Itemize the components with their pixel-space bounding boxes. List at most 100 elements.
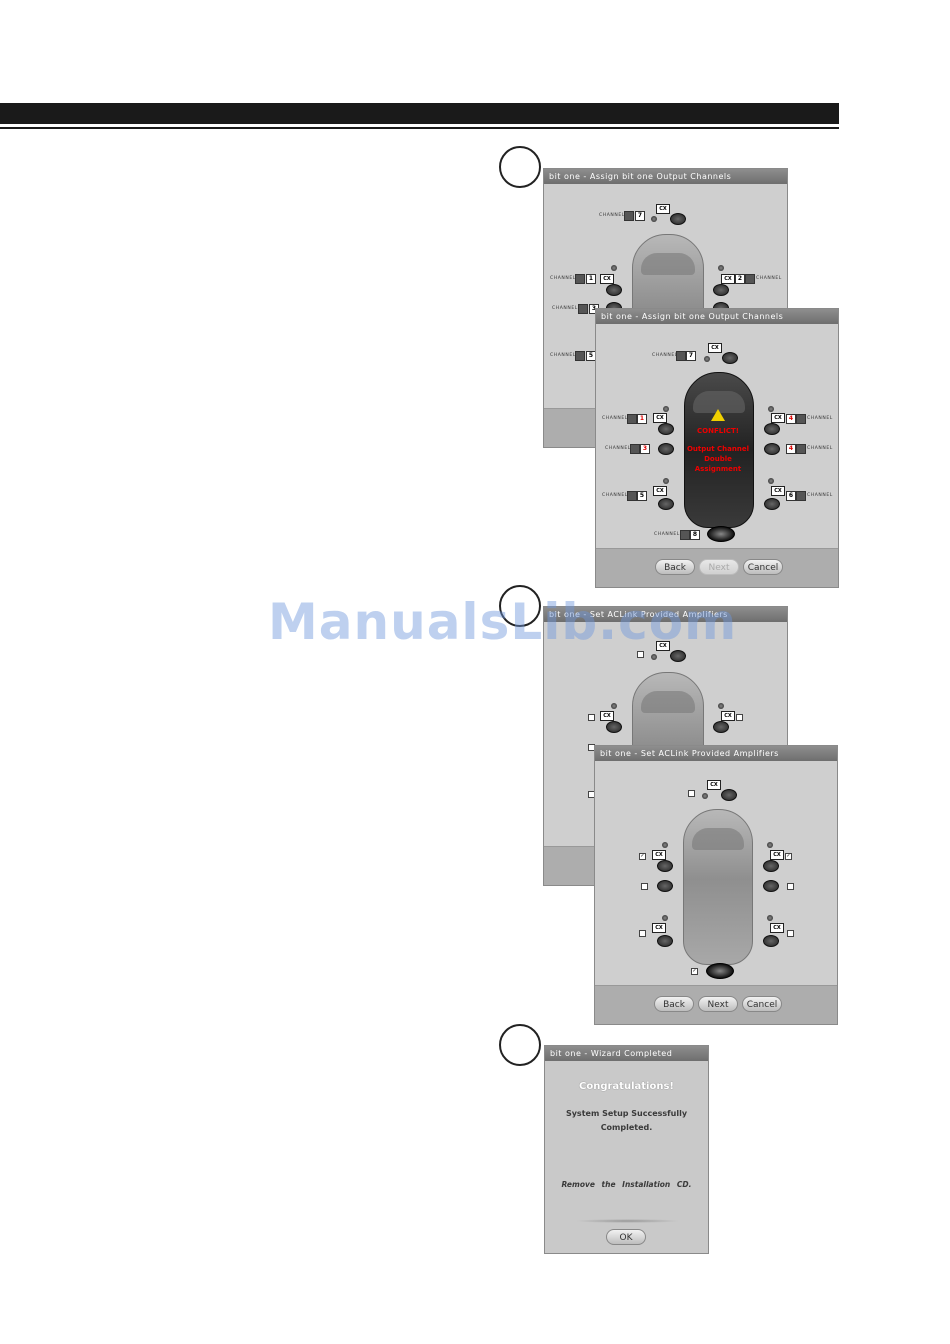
amp-checkbox[interactable] bbox=[787, 883, 794, 890]
cx-label: CX bbox=[721, 711, 735, 721]
channel-label: CHANNEL bbox=[807, 446, 833, 451]
warning-icon bbox=[711, 409, 725, 421]
subwoofer-icon bbox=[706, 963, 734, 979]
speaker-icon bbox=[606, 284, 622, 296]
channel-label: CHANNEL bbox=[550, 276, 576, 281]
channel-label: CHANNEL bbox=[807, 493, 833, 498]
amp-checkbox-checked[interactable]: ✓ bbox=[691, 968, 698, 975]
tweeter-icon bbox=[662, 915, 668, 921]
cx-label: CX bbox=[656, 204, 670, 214]
speaker-icon bbox=[606, 721, 622, 733]
speaker-icon bbox=[713, 721, 729, 733]
cx-label: CX bbox=[652, 923, 666, 933]
channel-arrows[interactable] bbox=[796, 414, 806, 424]
amp-checkbox-checked[interactable]: ✓ bbox=[785, 853, 792, 860]
tweeter-icon bbox=[651, 654, 657, 660]
speaker-icon bbox=[764, 443, 780, 455]
speaker-icon bbox=[670, 650, 686, 662]
back-button[interactable]: Back bbox=[655, 559, 695, 575]
channel-arrows[interactable] bbox=[745, 274, 755, 284]
channel-arrows[interactable] bbox=[680, 530, 690, 540]
channel-label: CHANNEL bbox=[756, 276, 782, 281]
amp-checkbox[interactable] bbox=[688, 790, 695, 797]
amp-checkbox[interactable] bbox=[588, 714, 595, 721]
next-button[interactable]: Next bbox=[698, 996, 738, 1012]
amp-checkbox[interactable] bbox=[641, 883, 648, 890]
channel-label: CHANNEL bbox=[654, 532, 680, 537]
channel-number: 2 bbox=[735, 274, 745, 284]
channel-label: CHANNEL bbox=[550, 353, 576, 358]
cx-label: CX bbox=[600, 274, 614, 284]
speaker-icon bbox=[713, 284, 729, 296]
cx-label: CX bbox=[721, 274, 735, 284]
channel-label: CHANNEL bbox=[602, 416, 628, 421]
success-line-2: Completed. bbox=[600, 1123, 653, 1132]
window-title: bit one - Assign bit one Output Channels bbox=[596, 309, 838, 324]
channel-label: CHANNEL bbox=[552, 306, 578, 311]
speaker-icon bbox=[657, 880, 673, 892]
speaker-icon bbox=[657, 860, 673, 872]
cx-label: CX bbox=[656, 641, 670, 651]
speaker-icon bbox=[658, 443, 674, 455]
tweeter-icon bbox=[767, 915, 773, 921]
cx-label: CX bbox=[652, 850, 666, 860]
channel-arrows[interactable] bbox=[624, 211, 634, 221]
step-circle-2 bbox=[499, 585, 541, 627]
tweeter-icon bbox=[768, 478, 774, 484]
tweeter-icon bbox=[611, 703, 617, 709]
step-circle-3 bbox=[499, 1024, 541, 1066]
speaker-icon bbox=[764, 498, 780, 510]
cancel-button[interactable]: Cancel bbox=[742, 996, 782, 1012]
channel-arrows[interactable] bbox=[796, 491, 806, 501]
channel-arrows[interactable] bbox=[630, 444, 640, 454]
channel-arrows[interactable] bbox=[627, 414, 637, 424]
subwoofer-icon bbox=[707, 526, 735, 542]
tweeter-icon bbox=[704, 356, 710, 362]
conflict-line-1: Output Channel bbox=[686, 445, 749, 453]
window-footer: Back Next Cancel bbox=[596, 548, 838, 587]
cx-label: CX bbox=[708, 343, 722, 353]
car-image bbox=[683, 809, 753, 965]
channel-arrows[interactable] bbox=[575, 274, 585, 284]
step-circle-1 bbox=[499, 146, 541, 188]
amp-checkbox[interactable] bbox=[736, 714, 743, 721]
speaker-icon bbox=[764, 423, 780, 435]
channel-label: CHANNEL bbox=[605, 446, 631, 451]
window-footer: Back Next Cancel bbox=[595, 985, 837, 1024]
amp-checkbox[interactable] bbox=[637, 651, 644, 658]
channel-number: 6 bbox=[786, 491, 796, 501]
tweeter-icon bbox=[662, 842, 668, 848]
channel-arrows[interactable] bbox=[676, 351, 686, 361]
next-button[interactable]: Next bbox=[699, 559, 739, 575]
ok-button[interactable]: OK bbox=[606, 1229, 646, 1245]
success-line-1: System Setup Successfully bbox=[565, 1109, 688, 1118]
amp-checkbox[interactable] bbox=[787, 930, 794, 937]
back-button[interactable]: Back bbox=[654, 996, 694, 1012]
tweeter-icon bbox=[663, 478, 669, 484]
tweeter-icon bbox=[718, 265, 724, 271]
remove-cd-note: Remove the Installation CD. bbox=[561, 1180, 692, 1189]
tweeter-icon bbox=[663, 406, 669, 412]
conflict-line-2: Double bbox=[704, 455, 732, 463]
channel-arrows[interactable] bbox=[796, 444, 806, 454]
speaker-icon bbox=[722, 352, 738, 364]
amp-checkbox[interactable] bbox=[639, 930, 646, 937]
channel-arrows[interactable] bbox=[578, 304, 588, 314]
speaker-icon bbox=[670, 213, 686, 225]
assign-window-front: bit one - Assign bit one Output Channels… bbox=[595, 308, 839, 588]
channel-label: CHANNEL bbox=[652, 353, 678, 358]
channel-number: 4 bbox=[786, 414, 796, 424]
amp-checkbox-checked[interactable]: ✓ bbox=[639, 853, 646, 860]
cx-label: CX bbox=[770, 850, 784, 860]
speaker-icon bbox=[763, 860, 779, 872]
channel-arrows[interactable] bbox=[575, 351, 585, 361]
speaker-icon bbox=[763, 935, 779, 947]
wizard-window: bit one - Wizard Completed Congratulatio… bbox=[544, 1045, 709, 1254]
conflict-title: CONFLICT! bbox=[697, 427, 739, 435]
speaker-icon bbox=[721, 789, 737, 801]
speaker-icon bbox=[658, 423, 674, 435]
channel-arrows[interactable] bbox=[627, 491, 637, 501]
speaker-icon bbox=[763, 880, 779, 892]
cancel-button[interactable]: Cancel bbox=[743, 559, 783, 575]
cx-label: CX bbox=[707, 780, 721, 790]
